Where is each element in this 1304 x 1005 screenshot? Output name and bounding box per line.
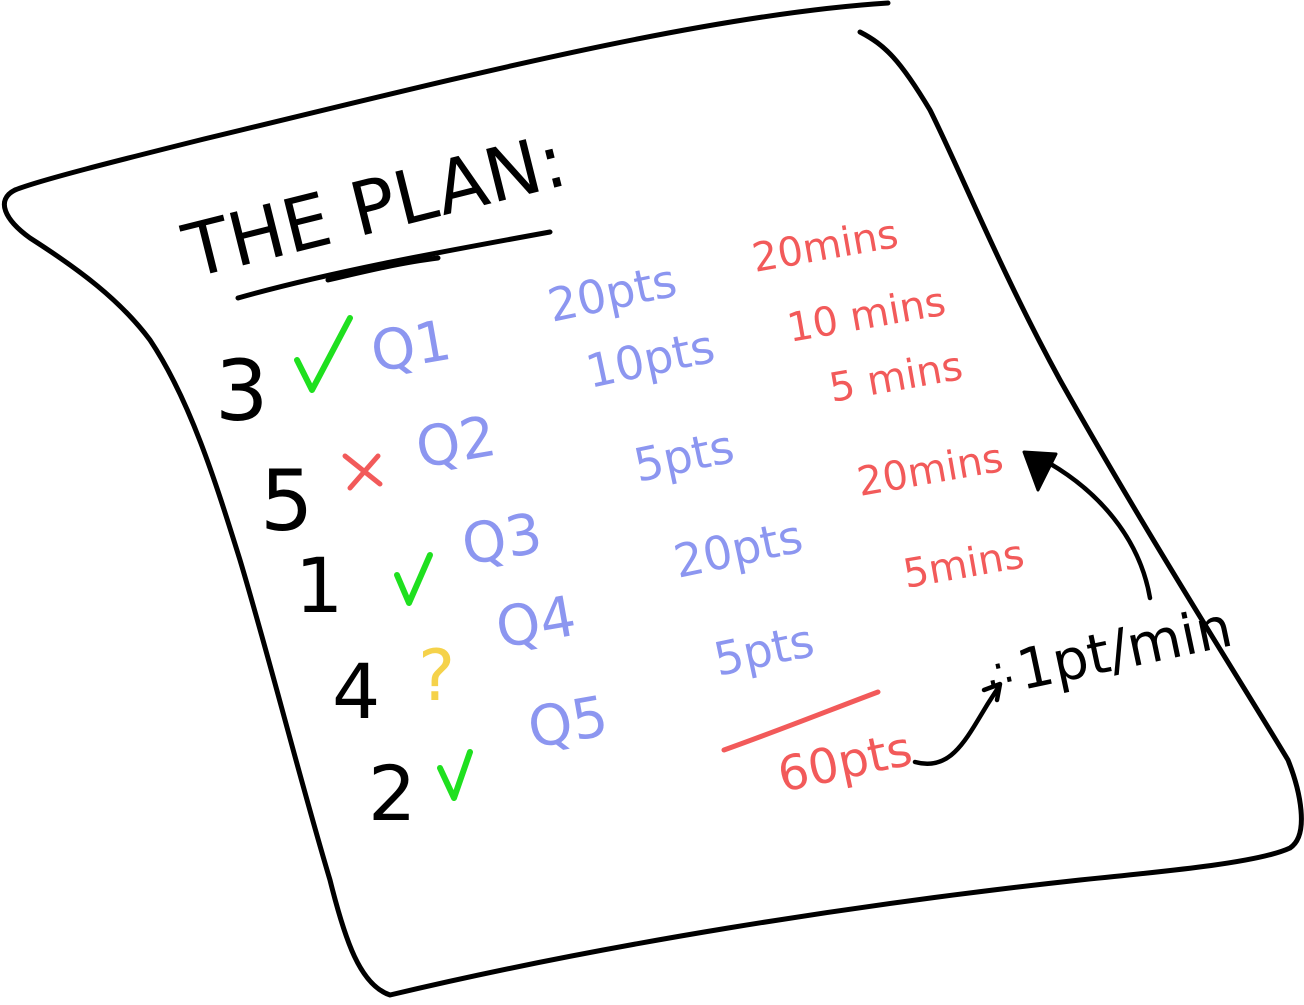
minutes-value: 5mins bbox=[900, 531, 1028, 597]
points-value: 5pts bbox=[709, 613, 819, 687]
minutes-value: 20mins bbox=[749, 211, 902, 282]
order-number: 4 bbox=[332, 647, 380, 736]
arrow-icon bbox=[1037, 455, 1153, 601]
question-label: Q1 bbox=[366, 308, 456, 386]
order-number: 3 bbox=[215, 342, 268, 440]
check-icon bbox=[294, 315, 353, 393]
order-number: 5 bbox=[260, 452, 313, 550]
total-underline bbox=[721, 689, 881, 753]
points-value: 10pts bbox=[581, 319, 719, 399]
points-value: 20pts bbox=[669, 509, 807, 589]
question-label: Q2 bbox=[411, 404, 501, 482]
cross-icon bbox=[342, 453, 383, 491]
question-label: Q3 bbox=[457, 501, 547, 579]
points-value: 20pts bbox=[543, 253, 681, 333]
minutes-value: 10 mins bbox=[784, 279, 949, 352]
question-label: Q5 bbox=[523, 684, 613, 762]
question-mark-icon: ? bbox=[418, 635, 455, 717]
arrowhead-icon bbox=[1022, 450, 1058, 492]
arrowhead-icon bbox=[981, 681, 1003, 703]
minutes-value: 20mins bbox=[854, 435, 1007, 506]
check-icon bbox=[437, 749, 473, 801]
minutes-value: 5 mins bbox=[826, 343, 966, 412]
arrow-icon bbox=[912, 685, 1001, 766]
rate-label: 1pt/min bbox=[1011, 595, 1237, 704]
title-underline bbox=[235, 229, 553, 301]
order-number: 2 bbox=[368, 749, 416, 838]
order-number: 1 bbox=[295, 541, 343, 630]
question-label: Q4 bbox=[491, 584, 581, 662]
points-value: 5pts bbox=[629, 419, 739, 493]
title-underline-short bbox=[325, 255, 441, 283]
total-points: 60pts bbox=[773, 721, 917, 804]
check-icon bbox=[394, 552, 433, 606]
